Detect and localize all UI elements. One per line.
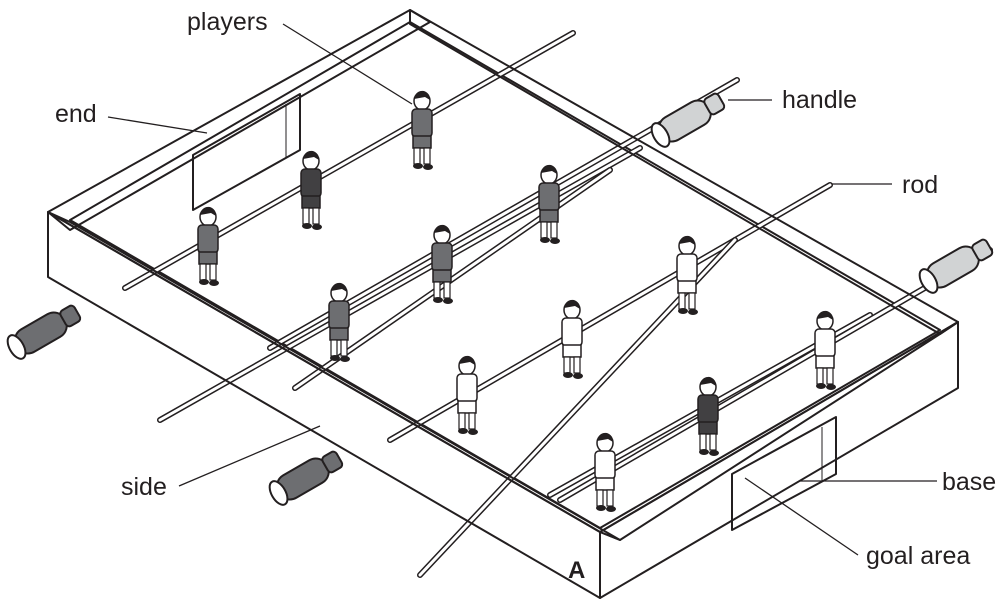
player-9 — [456, 355, 478, 435]
handles — [6, 92, 994, 506]
label-end: end — [55, 100, 97, 128]
leader-lines — [107, 23, 937, 556]
player-8 — [561, 299, 583, 379]
label-side: side — [121, 473, 167, 501]
players-leader — [282, 23, 413, 105]
player-4 — [538, 164, 560, 244]
player-2 — [300, 150, 322, 230]
label-rod: rod — [902, 171, 938, 199]
label-players: players — [187, 8, 268, 36]
rod-2 — [157, 145, 643, 423]
rods — [122, 30, 993, 578]
table-walls — [47, 9, 959, 599]
end-leader — [107, 116, 208, 134]
label-goal-area: goal area — [866, 542, 970, 570]
rod-5 — [387, 182, 833, 443]
goal-area-far — [192, 93, 301, 211]
handle-near-2 — [268, 450, 344, 506]
player-5 — [431, 224, 453, 304]
player-1 — [411, 90, 433, 170]
player-12 — [594, 432, 616, 512]
goal-area-leader — [744, 477, 859, 556]
handle-far-1 — [650, 92, 726, 148]
side-leader — [178, 425, 321, 487]
label-base: base — [942, 468, 996, 496]
player-7 — [676, 235, 698, 315]
side-wall — [47, 211, 601, 599]
corner-label-a: A — [568, 557, 585, 584]
players — [197, 90, 836, 512]
rod-8 — [557, 247, 993, 503]
player-6 — [328, 282, 350, 362]
label-handle: handle — [782, 86, 857, 114]
goal-area-near — [731, 416, 837, 531]
player-3 — [197, 206, 219, 286]
handle-near-1 — [6, 304, 82, 360]
handle-far-2 — [918, 238, 994, 294]
player-10 — [814, 310, 836, 390]
player-11 — [697, 376, 719, 456]
